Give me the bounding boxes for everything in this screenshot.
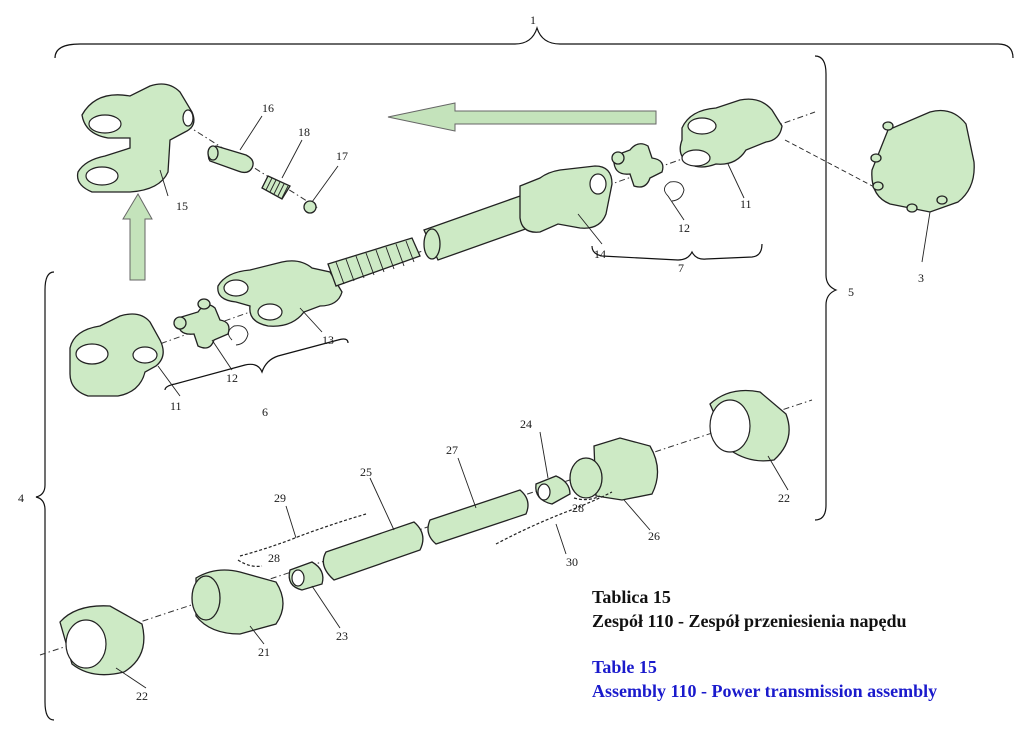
callout-22-right: 22 bbox=[778, 491, 790, 505]
callout-18: 18 bbox=[298, 125, 310, 139]
caption-polish: Tablica 15 Zespół 110 - Zespół przeniesi… bbox=[592, 585, 907, 633]
cross-12-right bbox=[611, 143, 664, 188]
circlip-12-left bbox=[228, 325, 249, 346]
lower-guard-axis bbox=[39, 399, 813, 656]
callout-30: 30 bbox=[566, 555, 578, 569]
callout-6: 6 bbox=[262, 405, 268, 419]
callout-24: 24 bbox=[520, 417, 532, 431]
yoke-11-left bbox=[69, 313, 164, 397]
callout-21: 21 bbox=[258, 645, 270, 659]
callout-11-right: 11 bbox=[740, 197, 752, 211]
chain-28-right bbox=[573, 495, 601, 501]
brace-4 bbox=[35, 271, 55, 721]
callout-27: 27 bbox=[446, 443, 458, 457]
splined-shaft bbox=[327, 237, 421, 287]
yoke-11-right bbox=[679, 98, 783, 168]
chain-30 bbox=[495, 491, 613, 545]
callout-1: 1 bbox=[530, 13, 536, 27]
brace-5 bbox=[814, 55, 838, 521]
callout-4: 4 bbox=[18, 491, 24, 505]
outer-tube-14 bbox=[423, 165, 613, 261]
callout-3: 3 bbox=[918, 271, 924, 285]
guard-tube-25 bbox=[322, 521, 424, 581]
brace-1 bbox=[54, 25, 1014, 59]
arrow-up bbox=[122, 193, 153, 281]
caption-english-line-1: Table 15 bbox=[592, 657, 657, 677]
bearing-23 bbox=[288, 561, 324, 591]
cross-12-left bbox=[173, 298, 230, 349]
callout-17: 17 bbox=[336, 149, 348, 163]
callout-25: 25 bbox=[360, 465, 372, 479]
callout-5: 5 bbox=[848, 285, 854, 299]
caption-english: Table 15 Assembly 110 - Power transmissi… bbox=[592, 655, 937, 703]
circlip-12-right bbox=[664, 181, 685, 202]
callout-11-left: 11 bbox=[170, 399, 182, 413]
callout-23: 23 bbox=[336, 629, 348, 643]
cone-21 bbox=[191, 569, 284, 635]
callout-12-right: 12 bbox=[678, 221, 690, 235]
callout-16: 16 bbox=[262, 101, 274, 115]
chain-28-left bbox=[237, 559, 263, 567]
callout-13: 13 bbox=[322, 333, 334, 347]
callout-22-left: 22 bbox=[136, 689, 148, 703]
callout-7: 7 bbox=[678, 261, 684, 275]
cone-22-left bbox=[59, 605, 145, 676]
spring-18 bbox=[261, 175, 291, 200]
arrow-left bbox=[387, 102, 657, 132]
bearing-24 bbox=[535, 475, 571, 505]
callout-26: 26 bbox=[648, 529, 660, 543]
caption-english-line-2: Assembly 110 - Power transmission assemb… bbox=[592, 681, 938, 701]
caption-polish-line-2: Zespół 110 - Zespół przeniesienia napędu bbox=[592, 611, 907, 631]
leader-lines bbox=[115, 115, 789, 689]
callout-29: 29 bbox=[274, 491, 286, 505]
pto-dashed-link bbox=[784, 139, 881, 191]
callout-15: 15 bbox=[176, 199, 188, 213]
caption-polish-line-1: Tablica 15 bbox=[592, 587, 671, 607]
cone-22-right bbox=[709, 389, 790, 462]
pin-16 bbox=[207, 145, 254, 174]
callout-14: 14 bbox=[594, 247, 606, 261]
brace-7 bbox=[591, 243, 763, 261]
ball-17 bbox=[303, 200, 317, 214]
yoke-15 bbox=[76, 83, 195, 193]
pto-housing-3 bbox=[870, 109, 975, 263]
cone-26 bbox=[569, 437, 659, 501]
callout-28-right: 28 bbox=[572, 501, 584, 515]
brace-6 bbox=[164, 338, 349, 391]
callout-28-left: 28 bbox=[268, 551, 280, 565]
guard-tube-27 bbox=[427, 489, 529, 545]
yoke-13 bbox=[217, 260, 343, 327]
callout-12-left: 12 bbox=[226, 371, 238, 385]
